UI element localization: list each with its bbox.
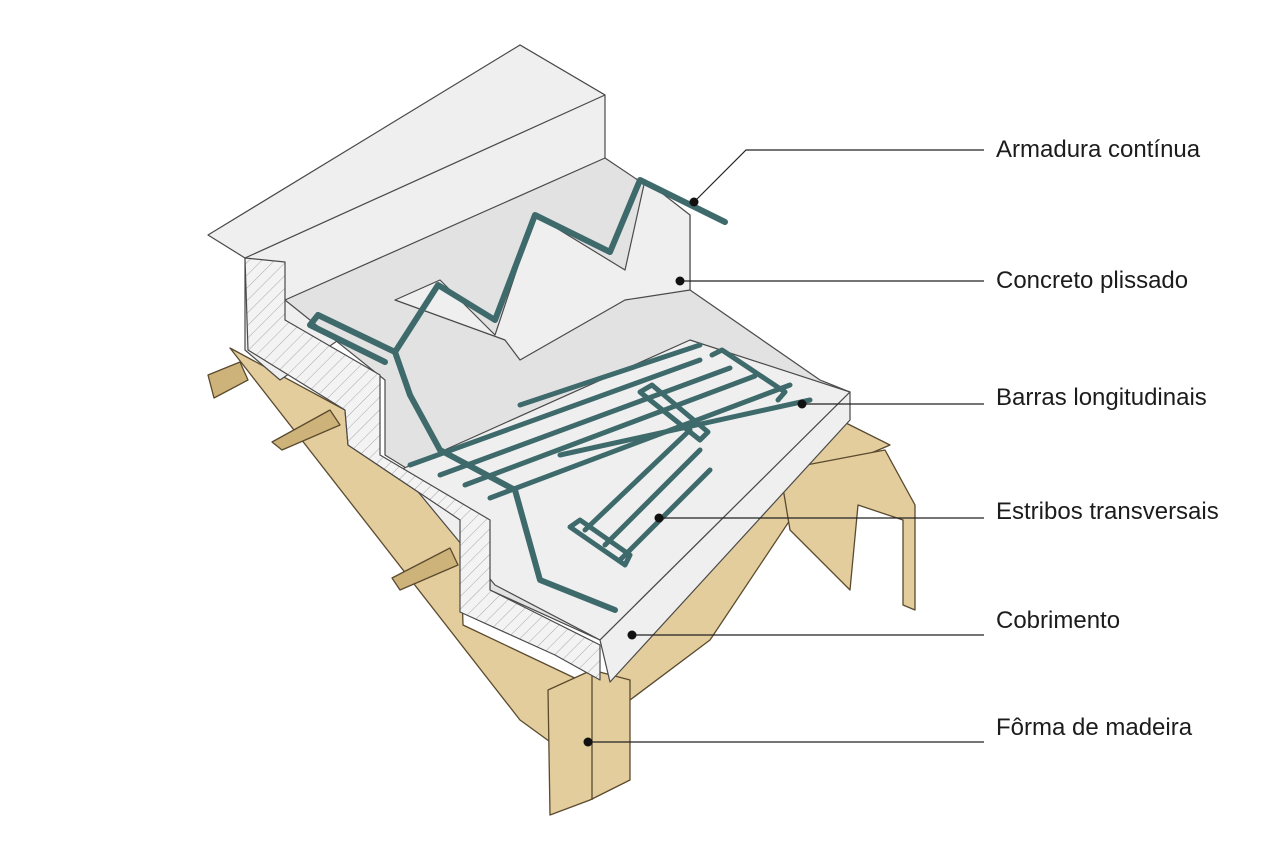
concrete-top-strip [207,44,606,259]
dot-armadura [689,197,699,207]
label-forma-de-madeira: Fôrma de madeira [996,714,1193,741]
wooden-formwork [207,347,916,816]
concrete-body [207,44,851,683]
stirrup-3 [567,517,633,568]
label-concreto-plissado: Concreto plissado [996,267,1189,294]
stirrup-leg-3 [617,467,713,563]
form-wedge-3 [391,547,459,591]
dot-barras [797,399,807,409]
form-board-right [779,449,916,611]
rebar-continuous-zigzag [307,177,728,365]
rebar-longitudinal-set [407,342,813,501]
stirrup-2 [709,347,788,403]
rebar-longitudinal-5 [517,342,703,408]
concrete-pleat-wall [394,179,691,361]
dot-concreto [675,276,685,286]
leader-dots [583,197,807,747]
leader-lines [588,149,984,743]
label-estribos-transversais: Estribos transversais [996,498,1219,525]
concrete-cover-edge [599,391,851,683]
stirrup-leg-2 [602,447,703,548]
stirrup-leg-1 [582,427,693,533]
dot-forma [583,737,593,747]
reinforcement [307,177,813,613]
leader-armadura [693,149,984,203]
dot-estribos [654,513,664,523]
concrete-section-hatch [244,257,601,681]
form-wedge-2 [271,409,341,451]
rebar-longitudinal-3 [462,373,758,488]
form-wedge-1 [207,361,249,399]
label-barras-longitudinais: Barras longitudinais [996,384,1207,411]
rebar-stirrup-set [567,347,788,568]
rebar-longitudinal-2 [437,365,733,478]
stirrup-1 [637,382,711,443]
rebar-longitudinal-4 [487,382,793,501]
label-armadura-continua: Armadura contínua [996,136,1201,163]
label-cobrimento: Cobrimento [996,607,1121,634]
rebar-continuous-zigzag-lower [392,349,618,613]
dot-cobrimento [627,630,637,640]
rebar-longitudinal-1 [407,357,703,468]
